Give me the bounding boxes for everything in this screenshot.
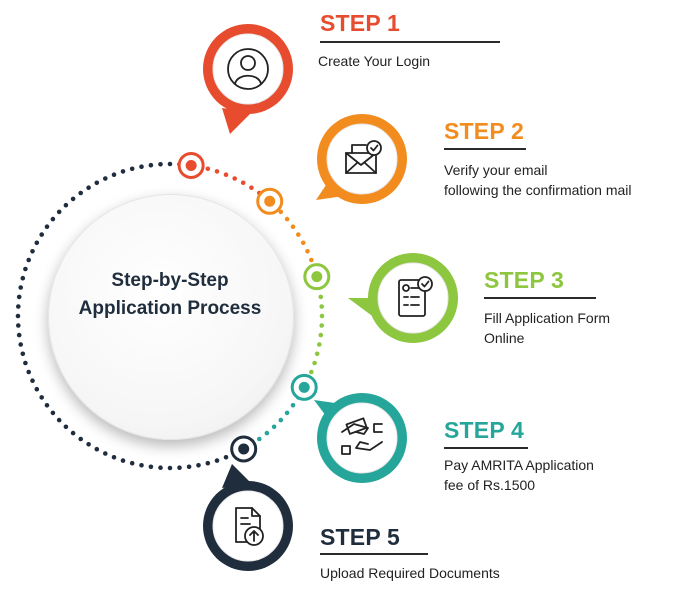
step-5-ring-node — [230, 435, 258, 463]
user-icon — [227, 48, 269, 90]
step-4-desc-line1: Pay AMRITA Application — [444, 457, 594, 473]
step-4-title: STEP 4 — [444, 417, 525, 443]
step-1-title: STEP 1 — [320, 10, 401, 36]
step-5-title: STEP 5 — [320, 524, 401, 550]
step-2-desc-line1: Verify your email — [444, 162, 548, 178]
step-5-desc-line1: Upload Required Documents — [320, 565, 500, 581]
step-2-rule — [444, 148, 526, 150]
step-4-bubble — [314, 393, 407, 483]
step-5-bubble — [203, 464, 293, 571]
center-title-line2: Application Process — [78, 298, 262, 319]
step-3-rule — [484, 297, 596, 299]
step-3-ring-node — [303, 263, 331, 291]
step-1-desc-line1: Create Your Login — [318, 53, 431, 69]
document-upload-icon — [235, 507, 264, 546]
step-3-desc-line1: Fill Application Form — [484, 310, 611, 326]
step-4-desc-line2: fee of Rs.1500 — [444, 477, 536, 493]
step-4-rule — [444, 447, 528, 449]
email-verify-icon — [345, 140, 382, 174]
form-checklist-icon — [398, 276, 433, 317]
step-2-ring-node — [256, 187, 284, 215]
step-2-title: STEP 2 — [444, 118, 525, 144]
step-3-bubble — [348, 253, 458, 343]
payment-handshake-icon — [341, 417, 383, 455]
step-3-title: STEP 3 — [484, 267, 565, 293]
step-2-desc-line2: following the confirmation mail — [444, 182, 632, 198]
step-1-rule — [320, 41, 500, 43]
step-1-bubble — [203, 24, 293, 134]
step-5-rule — [320, 553, 428, 555]
center-circle — [48, 194, 294, 440]
step-3-desc-line2: Online — [484, 330, 525, 346]
step-4-ring-node — [290, 373, 318, 401]
center-title-line1: Step-by-Step — [111, 270, 229, 291]
step-2-bubble — [316, 114, 407, 204]
step-1-ring-node — [177, 151, 205, 179]
